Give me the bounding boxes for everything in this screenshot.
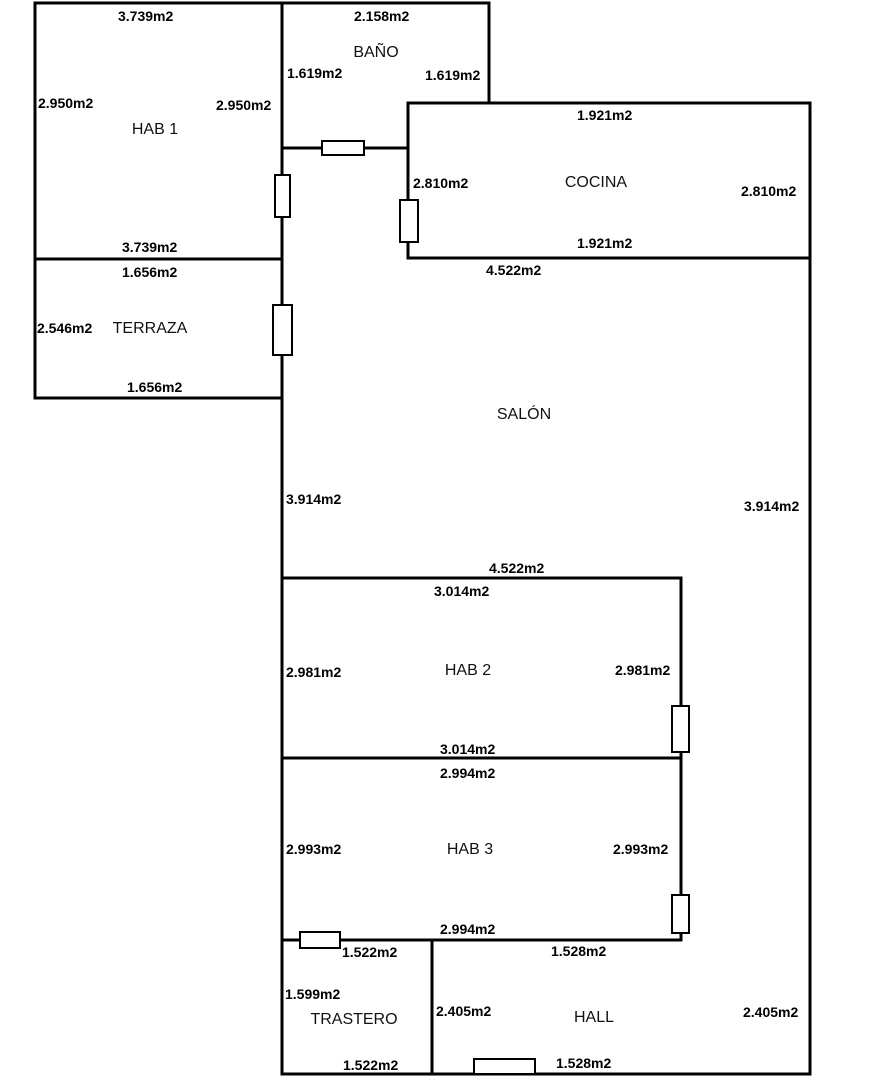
dim-salon-top: 4.522m2: [486, 262, 541, 278]
dim-hall-left: 2.405m2: [436, 1003, 491, 1019]
dim-cocina-left: 2.810m2: [413, 175, 468, 191]
dim-cocina-right: 2.810m2: [741, 183, 796, 199]
dim-hab2-right: 2.981m2: [615, 662, 670, 678]
dim-salon-bottom: 4.522m2: [489, 560, 544, 576]
dim-hall-bottom: 1.528m2: [556, 1055, 611, 1071]
dim-bano-right: 1.619m2: [425, 67, 480, 83]
room-label-hab2: HAB 2: [445, 662, 491, 679]
dim-hab3-right: 2.993m2: [613, 841, 668, 857]
door-hab3: [671, 894, 690, 934]
walls: [33, 1, 812, 1076]
room-label-trastero: TRASTERO: [310, 1011, 397, 1028]
dim-hall-right: 2.405m2: [743, 1004, 798, 1020]
dim-hab1-right: 2.950m2: [216, 97, 271, 113]
dim-hab2-top: 3.014m2: [434, 583, 489, 599]
doors: [272, 140, 690, 1075]
room-label-terraza: TERRAZA: [113, 320, 188, 337]
dim-bano-top: 2.158m2: [354, 8, 409, 24]
door-trastero: [299, 931, 341, 949]
dim-salon-left: 3.914m2: [286, 491, 341, 507]
room-label-bano: BAÑO: [353, 41, 398, 61]
dim-trastero-bottom: 1.522m2: [343, 1057, 398, 1073]
dim-terraza-left: 2.546m2: [37, 320, 92, 336]
dim-trastero-left: 1.599m2: [285, 986, 340, 1002]
wall-hab3: [280, 756, 683, 942]
wall-hab2: [280, 576, 683, 760]
door-cocina: [399, 199, 419, 243]
dim-hab2-bottom: 3.014m2: [440, 741, 495, 757]
wall-cocina: [406, 101, 812, 260]
dim-terraza-top: 1.656m2: [122, 264, 177, 280]
dim-cocina-bottom: 1.921m2: [577, 235, 632, 251]
wall-bano: [280, 1, 491, 105]
dim-hab3-left: 2.993m2: [286, 841, 341, 857]
door-hab2: [671, 705, 690, 753]
wall-terraza: [33, 257, 284, 400]
dim-hab3-top: 2.994m2: [440, 765, 495, 781]
door-hab1: [274, 174, 291, 218]
dimension-labels: 3.739m2 2.950m2 2.950m2 3.739m2 2.158m2 …: [37, 8, 799, 1073]
dim-hab1-left: 2.950m2: [38, 95, 93, 111]
door-terraza: [272, 304, 293, 356]
dim-hab1-top: 3.739m2: [118, 8, 173, 24]
room-label-salon: SALÓN: [497, 404, 551, 423]
room-label-hab3: HAB 3: [447, 841, 493, 858]
room-label-hab1: HAB 1: [132, 121, 178, 138]
room-label-cocina: COCINA: [565, 174, 628, 191]
dim-bano-left: 1.619m2: [287, 65, 342, 81]
door-bano: [321, 140, 365, 156]
dim-hab3-bottom: 2.994m2: [440, 921, 495, 937]
dim-hab2-left: 2.981m2: [286, 664, 341, 680]
room-labels: HAB 1 BAÑO COCINA TERRAZA SALÓN HAB 2 HA…: [113, 41, 628, 1028]
dim-salon-right: 3.914m2: [744, 498, 799, 514]
dim-terraza-bottom: 1.656m2: [127, 379, 182, 395]
room-label-hall: HALL: [574, 1009, 614, 1026]
dim-hab1-bottom: 3.739m2: [122, 239, 177, 255]
dim-trastero-top: 1.522m2: [342, 944, 397, 960]
dim-hall-top: 1.528m2: [551, 943, 606, 959]
door-entrance: [473, 1058, 536, 1075]
dim-cocina-top: 1.921m2: [577, 107, 632, 123]
